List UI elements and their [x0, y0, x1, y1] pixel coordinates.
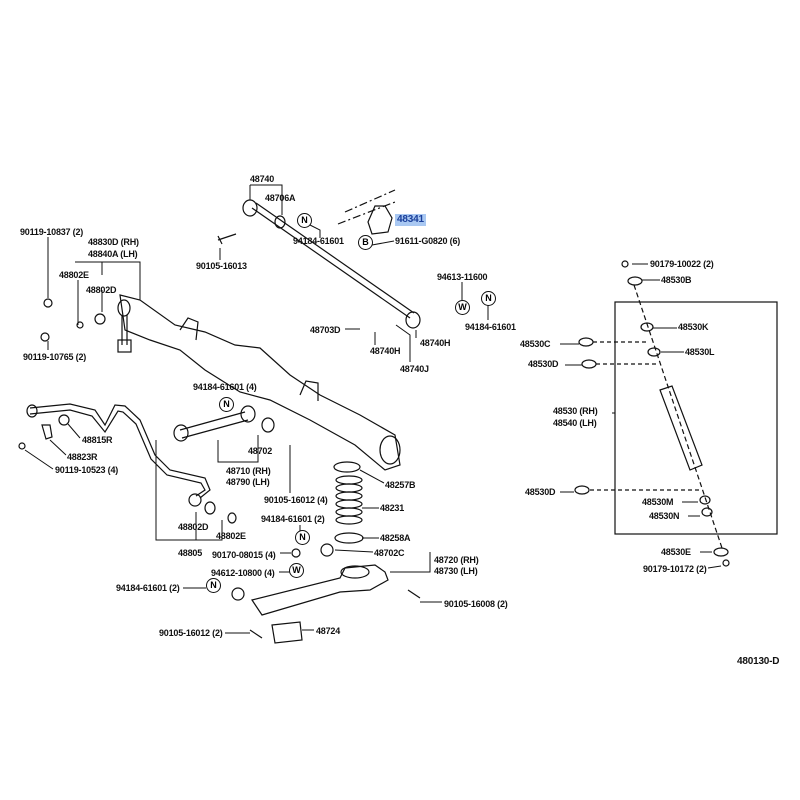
part-label-48720[interactable]: 48720 (RH)	[434, 555, 479, 565]
nut-symbol-icon: N	[219, 397, 234, 412]
part-label-48730[interactable]: 48730 (LH)	[434, 566, 478, 576]
part-label-90119-10837[interactable]: 90119-10837 (2)	[20, 227, 84, 237]
diagram-id: 480130-D	[737, 656, 780, 667]
part-label-48823r[interactable]: 48823R	[67, 452, 98, 462]
part-label-48530[interactable]: 48530 (RH)	[553, 406, 598, 416]
part-label-48706a[interactable]: 48706A	[265, 193, 296, 203]
part-label-48802e[interactable]: 48802E	[216, 531, 246, 541]
lower-control-arm	[231, 543, 421, 644]
part-label-48802d[interactable]: 48802D	[86, 285, 117, 295]
part-label-48802e[interactable]: 48802E	[59, 270, 89, 280]
part-label-90105-16013[interactable]: 90105-16013	[196, 261, 247, 271]
washer-symbol-icon: W	[455, 300, 470, 315]
part-label-48530m[interactable]: 48530M	[642, 497, 674, 507]
shock-absorber	[574, 260, 778, 567]
part-label-94184-61601[interactable]: 94184-61601	[293, 236, 344, 246]
part-label-48802d[interactable]: 48802D	[178, 522, 209, 532]
bolt-symbol-icon: B	[358, 235, 373, 250]
part-label-48702c[interactable]: 48702C	[374, 548, 405, 558]
part-label-48530n[interactable]: 48530N	[649, 511, 680, 521]
part-label-48703d[interactable]: 48703D	[310, 325, 341, 335]
washer-symbol-icon: W	[289, 563, 304, 578]
part-label-48530d[interactable]: 48530D	[528, 359, 559, 369]
part-label-48790[interactable]: 48790 (LH)	[226, 477, 270, 487]
nut-symbol-icon: N	[295, 530, 310, 545]
leader-lines	[24, 184, 722, 634]
part-label-48530e[interactable]: 48530E	[661, 547, 691, 557]
part-label-90105-16012[interactable]: 90105-16012 (4)	[264, 495, 328, 505]
part-label-48257b[interactable]: 48257B	[385, 480, 416, 490]
part-label-48805[interactable]: 48805	[178, 548, 203, 558]
part-label-94613-11600[interactable]: 94613-11600	[437, 272, 488, 282]
part-label-48740h[interactable]: 48740H	[420, 338, 451, 348]
lateral-link	[173, 405, 275, 442]
part-label-90179-10022[interactable]: 90179-10022 (2)	[650, 259, 714, 269]
part-label-48710[interactable]: 48710 (RH)	[226, 466, 271, 476]
coil-spring	[333, 461, 364, 544]
part-label-94612-10800[interactable]: 94612-10800 (4)	[211, 568, 275, 578]
stabilizer-bar	[18, 403, 237, 524]
part-label-48530k[interactable]: 48530K	[678, 322, 709, 332]
part-label-48231[interactable]: 48231	[380, 503, 405, 513]
part-label-48815r[interactable]: 48815R	[82, 435, 113, 445]
part-label-48540[interactable]: 48540 (LH)	[553, 418, 597, 428]
part-label-90119-10523[interactable]: 90119-10523 (4)	[55, 465, 119, 475]
upper-control-arm	[242, 199, 421, 329]
part-label-48530b[interactable]: 48530B	[661, 275, 692, 285]
part-label-90119-10765[interactable]: 90119-10765 (2)	[23, 352, 87, 362]
part-label-90105-16012[interactable]: 90105-16012 (2)	[159, 628, 223, 638]
part-label-48830d[interactable]: 48830D (RH)	[88, 237, 139, 247]
part-label-48740[interactable]: 48740	[250, 174, 275, 184]
part-label-48740j[interactable]: 48740J	[400, 364, 429, 374]
part-label-48840a[interactable]: 48840A (LH)	[88, 249, 138, 259]
part-label-94184-61601[interactable]: 94184-61601	[465, 322, 516, 332]
part-label-48258a[interactable]: 48258A	[380, 533, 411, 543]
part-label-94184-61601[interactable]: 94184-61601 (2)	[116, 583, 180, 593]
part-label-90179-10172[interactable]: 90179-10172 (2)	[643, 564, 707, 574]
part-label-48530l[interactable]: 48530L	[685, 347, 715, 357]
part-label-48740h[interactable]: 48740H	[370, 346, 401, 356]
part-label-48724[interactable]: 48724	[316, 626, 341, 636]
nut-symbol-icon: N	[481, 291, 496, 306]
part-label-48702[interactable]: 48702	[248, 446, 273, 456]
axle-housing	[119, 294, 401, 471]
part-label-48530c[interactable]: 48530C	[520, 339, 551, 349]
part-label-91611-g0820[interactable]: 91611-G0820 (6)	[395, 236, 461, 246]
part-label-48530d[interactable]: 48530D	[525, 487, 556, 497]
part-label-90170-08015[interactable]: 90170-08015 (4)	[212, 550, 276, 560]
part-label-48341-highlighted[interactable]: 48341	[395, 214, 426, 226]
part-label-90105-16008[interactable]: 90105-16008 (2)	[444, 599, 508, 609]
part-label-94184-61601[interactable]: 94184-61601 (4)	[193, 382, 257, 392]
nut-symbol-icon: N	[297, 213, 312, 228]
stabilizer-link	[76, 299, 132, 353]
bracket-48341	[337, 189, 396, 235]
nut-symbol-icon: N	[206, 578, 221, 593]
part-label-94184-61601[interactable]: 94184-61601 (2)	[261, 514, 325, 524]
